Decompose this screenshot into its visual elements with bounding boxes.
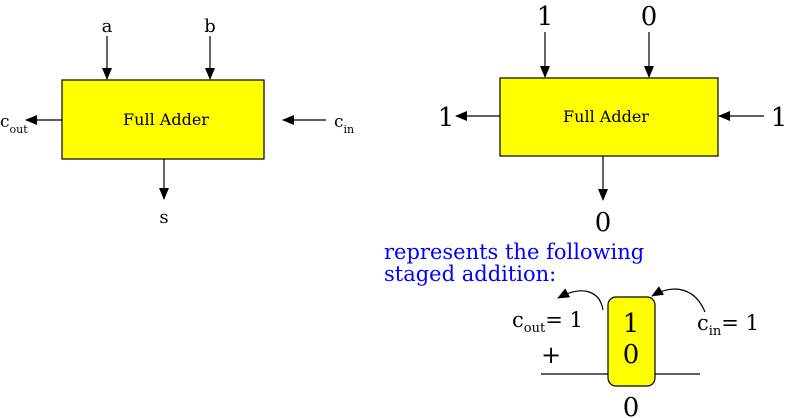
left-full-adder: Full Adder a b cout cin s [0,16,354,228]
plus-operator: + [541,341,561,369]
left-sum-label: s [159,207,168,228]
carry-in-annotation: cin= 1 [697,311,759,339]
result-digit: 0 [623,393,640,418]
left-adder-label: Full Adder [123,110,209,129]
carry-in-curve-arrow [651,286,706,313]
right-carry-in-label: 1 [771,103,787,133]
left-carry-in-label: cin [334,112,354,136]
left-carry-out-label: cout [0,112,28,136]
top-digit: 1 [623,309,640,339]
right-full-adder: Full Adder 1 0 1 1 0 [438,2,787,238]
right-input-a-label: 1 [537,2,554,32]
caption-line-1: represents the following [384,240,644,264]
digit-column-box [607,296,656,387]
left-adder-box [61,79,265,160]
left-input-a-label: a [102,16,113,37]
carry-out-curve-arrow [557,288,604,311]
caption-line-2: staged addition: [384,262,556,286]
bottom-digit: 0 [623,340,640,370]
carry-out-annotation: cout= 1 [512,308,583,336]
staged-addition: 1 0 + 0 cout= 1 cin= 1 [512,286,759,418]
right-input-b-label: 0 [641,2,658,32]
left-input-b-label: b [204,16,216,37]
right-adder-box [499,77,719,157]
right-adder-label: Full Adder [563,107,649,126]
right-carry-out-label: 1 [438,103,455,133]
right-sum-label: 0 [595,208,612,238]
caption: represents the following staged addition… [384,240,644,286]
